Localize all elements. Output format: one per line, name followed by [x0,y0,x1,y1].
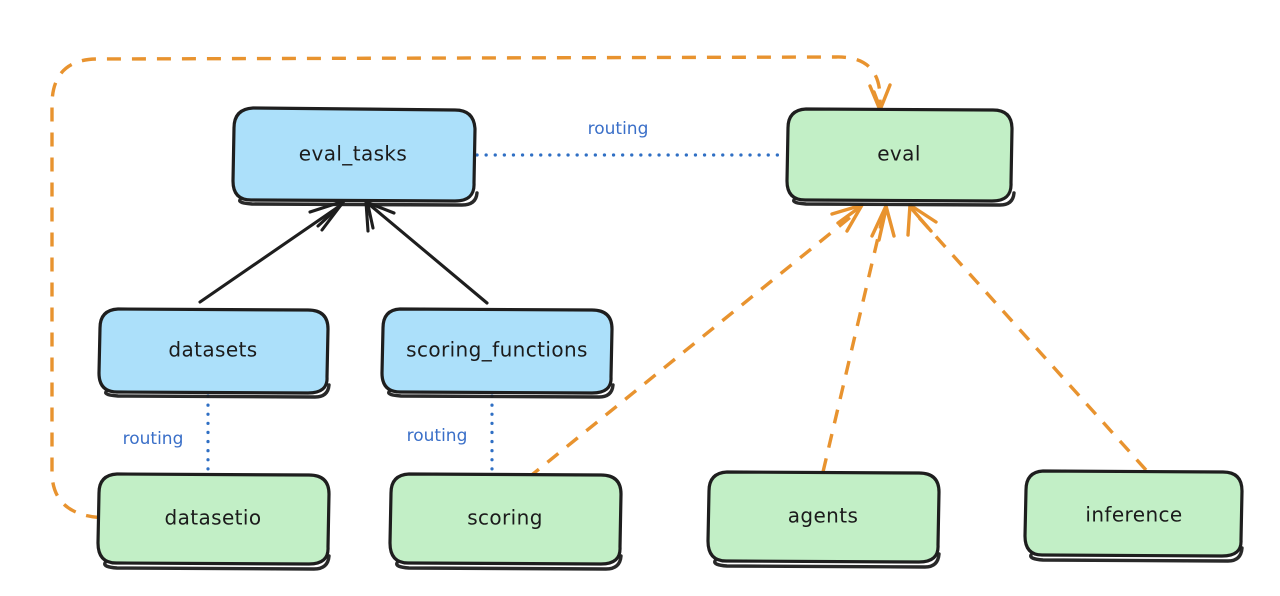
edge-scoring-eval-arrowhead-inner [836,205,862,225]
edge-label-routing-scoring_functions-scoring: routing [407,426,468,446]
node-scoring-box[interactable] [388,472,623,566]
edge-datasetio-eval-arrowhead-inner [872,90,882,110]
node-eval_tasks-label: eval_tasks [299,142,407,166]
edge-inference-eval [906,203,1148,472]
node-eval-box[interactable] [785,107,1014,203]
node-scoring_functions[interactable]: scoring_functions [380,307,615,399]
node-datasetio-box[interactable] [96,472,331,566]
edge-datasets-eval_tasks [198,199,346,304]
node-datasets-label: datasets [168,338,257,362]
node-scoring-shadow [395,554,623,571]
edge-scoring_functions-eval_tasks [364,200,489,305]
node-scoring_functions-box[interactable] [380,307,614,395]
node-inference[interactable]: inference [1023,469,1244,563]
node-inference-box[interactable] [1023,469,1244,558]
edge-agents-eval-line [821,211,886,473]
node-datasetio-shadow [103,554,331,571]
node-agents-label: agents [788,504,859,528]
edge-label-routing-datasets-datasetio: routing [123,429,184,449]
node-datasets[interactable]: datasets [97,307,331,399]
node-scoring_functions-shadow [387,383,615,399]
edge-inference-eval-line [911,209,1148,472]
node-inference-label: inference [1085,503,1182,527]
node-inference-shadow [1029,546,1244,563]
node-datasetio-label: datasetio [164,506,261,530]
node-datasets-shadow [104,383,331,399]
node-eval-label: eval [877,142,921,166]
node-datasets-box[interactable] [97,307,330,395]
edge-agents-eval-arrowhead-inner [877,207,888,242]
node-agents-shadow [713,552,941,569]
edge-label-routing-eval_tasks-eval: routing [588,119,649,139]
edge-datasets-eval_tasks-line [198,203,343,304]
edge-scoring_functions-eval_tasks-line [368,203,489,305]
node-eval_tasks[interactable]: eval_tasks [231,106,479,207]
node-eval_tasks-shadow [238,191,479,207]
edge-scoring_functions-eval_tasks-arrowhead-inner [366,203,375,230]
edge-datasetio-eval-line [50,55,882,520]
edge-scoring-eval-line [526,209,860,480]
node-eval[interactable]: eval [785,107,1016,207]
edge-agents-eval [821,204,896,473]
edge-datasets-eval_tasks-arrowhead-inner [316,202,344,228]
edge-inference-eval-arrowhead-inner [909,206,933,233]
node-scoring[interactable]: scoring [388,472,623,571]
node-agents[interactable]: agents [706,470,941,569]
node-scoring_functions-label: scoring_functions [406,338,588,362]
node-scoring-label: scoring [467,506,543,530]
node-datasetio[interactable]: datasetio [96,472,331,571]
node-eval-shadow [792,191,1016,207]
node-agents-box[interactable] [706,470,941,564]
node-eval_tasks-box[interactable] [231,106,477,203]
